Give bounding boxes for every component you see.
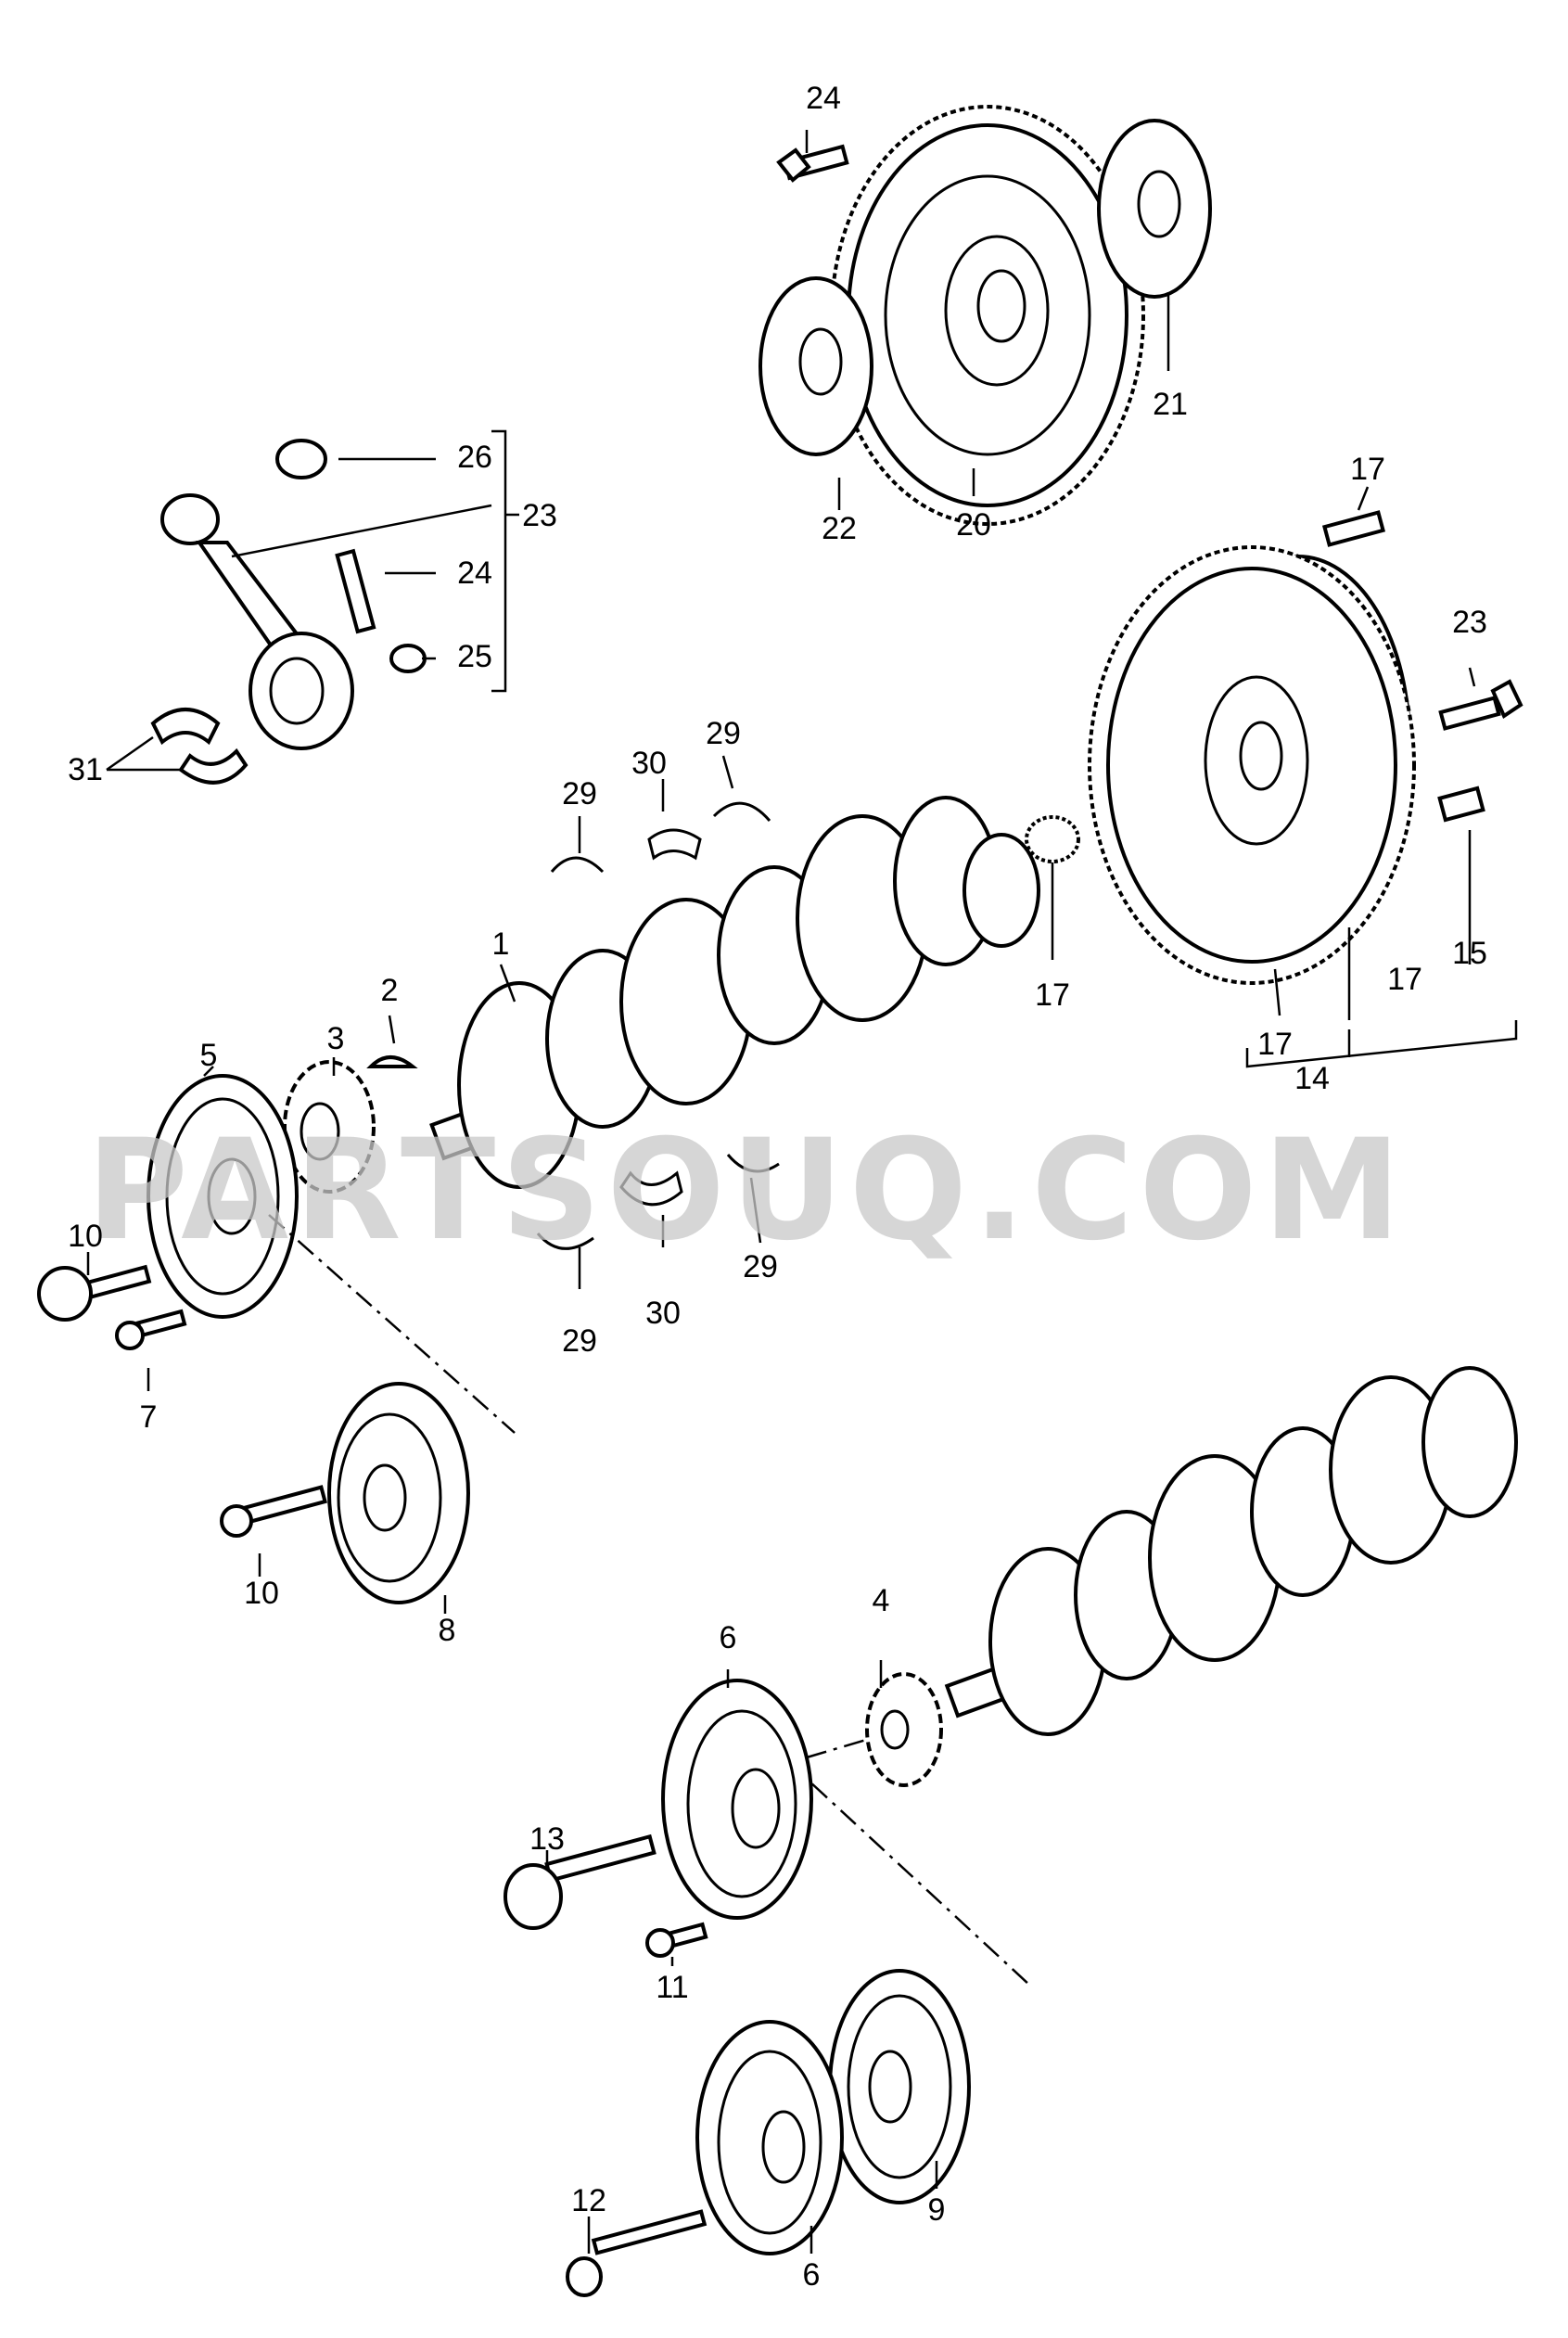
pulley-9[interactable]	[828, 1969, 971, 2204]
callout-21[interactable]: 21	[1153, 387, 1188, 422]
callout-5[interactable]: 5	[200, 1038, 218, 1073]
pulley-8[interactable]	[327, 1382, 470, 1604]
watermark: PARTSOUQ.COM	[86, 1110, 1407, 1271]
callout-13[interactable]: 12	[571, 2183, 606, 2218]
con-rod-nut[interactable]	[389, 644, 427, 673]
small-end-bush[interactable]	[275, 439, 327, 479]
leader-lines	[86, 130, 1476, 2254]
pulley-6-upper[interactable]	[661, 1679, 813, 1920]
con-rod-bearing-shells[interactable]	[150, 708, 249, 785]
crankshaft-sprocket-4[interactable]	[865, 1672, 943, 1787]
dowel-pin-16[interactable]	[1437, 786, 1485, 823]
dowel-pin-17[interactable]	[1321, 510, 1386, 547]
pulley-6-lower[interactable]	[695, 2020, 844, 2255]
callout-29-lower-left[interactable]: 29	[562, 1323, 597, 1359]
callout-18[interactable]: 17	[1257, 1027, 1293, 1062]
bracket-15	[1245, 1020, 1518, 1068]
bolt-7[interactable]	[115, 1309, 187, 1350]
pulley-bolt-11[interactable]	[37, 1264, 152, 1322]
callout-15[interactable]: 14	[1294, 1061, 1330, 1096]
bolt-10[interactable]	[220, 1485, 327, 1538]
callout-10[interactable]: 10	[244, 1576, 279, 1611]
bracket-25	[491, 429, 519, 693]
callout-9[interactable]: 9	[928, 2192, 946, 2228]
callout-17-mid[interactable]: 17	[1387, 962, 1422, 997]
callout-7[interactable]: 7	[140, 1399, 158, 1435]
callout-1[interactable]: 1	[492, 926, 510, 962]
callout-12[interactable]: 11	[656, 1970, 688, 2005]
callout-29-upper-left[interactable]: 29	[562, 776, 597, 811]
callout-31[interactable]: 31	[68, 752, 103, 787]
con-rod-bolt[interactable]	[335, 548, 376, 634]
pulley-bolt-14[interactable]	[504, 1833, 657, 1930]
callout-6-lower[interactable]: 6	[803, 2257, 821, 2293]
spacer-plate-rear[interactable]	[1097, 119, 1212, 299]
needle-bearing[interactable]	[1025, 815, 1080, 863]
woodruff-key[interactable]	[366, 1055, 418, 1068]
callout-26[interactable]: 24	[457, 556, 492, 591]
flywheel-ring-gear[interactable]	[830, 105, 1145, 526]
callout-14[interactable]: 13	[529, 1821, 565, 1857]
callout-25[interactable]: 23	[522, 498, 557, 533]
drive-plate-bolt-23[interactable]	[1438, 679, 1523, 731]
crankshaft-variant[interactable]	[944, 1366, 1518, 1736]
callout-30-upper[interactable]: 30	[631, 746, 667, 781]
callout-6-upper[interactable]: 6	[720, 1620, 737, 1655]
callout-17-top[interactable]: 17	[1350, 452, 1385, 487]
callout-3[interactable]: 3	[327, 1021, 345, 1056]
pulley-5[interactable]	[147, 1074, 299, 1319]
callout-30-lower[interactable]: 30	[645, 1296, 681, 1331]
callout-11[interactable]: 10	[68, 1219, 103, 1254]
drive-plate-assembly[interactable]	[1088, 545, 1416, 985]
callout-27[interactable]: 25	[457, 639, 492, 674]
callout-23[interactable]: 23	[1452, 605, 1487, 640]
callout-4[interactable]: 4	[873, 1583, 890, 1618]
connecting-rod[interactable]	[160, 493, 354, 750]
thrust-washers-upper[interactable]	[550, 801, 771, 874]
crankshaft[interactable]	[429, 796, 1040, 1189]
spacer-plate-front[interactable]	[759, 276, 873, 456]
thrust-washers-lower[interactable]	[536, 1154, 780, 1250]
bolt-12[interactable]	[645, 1922, 708, 1958]
bolt-13[interactable]	[566, 2209, 708, 2297]
callout-2[interactable]: 2	[381, 973, 399, 1008]
callout-24[interactable]: 24	[806, 81, 841, 116]
flywheel-bolt[interactable]	[776, 144, 849, 183]
callout-8[interactable]: 8	[439, 1613, 456, 1648]
callout-19[interactable]: 17	[1035, 977, 1070, 1013]
callout-29-upper-right[interactable]: 29	[706, 716, 741, 751]
callout-29-lower-right[interactable]: 29	[743, 1249, 778, 1284]
callout-20[interactable]: 20	[956, 507, 991, 543]
callout-28[interactable]: 26	[457, 440, 492, 475]
callout-22[interactable]: 22	[822, 511, 857, 546]
callout-16[interactable]: 15	[1452, 936, 1487, 971]
